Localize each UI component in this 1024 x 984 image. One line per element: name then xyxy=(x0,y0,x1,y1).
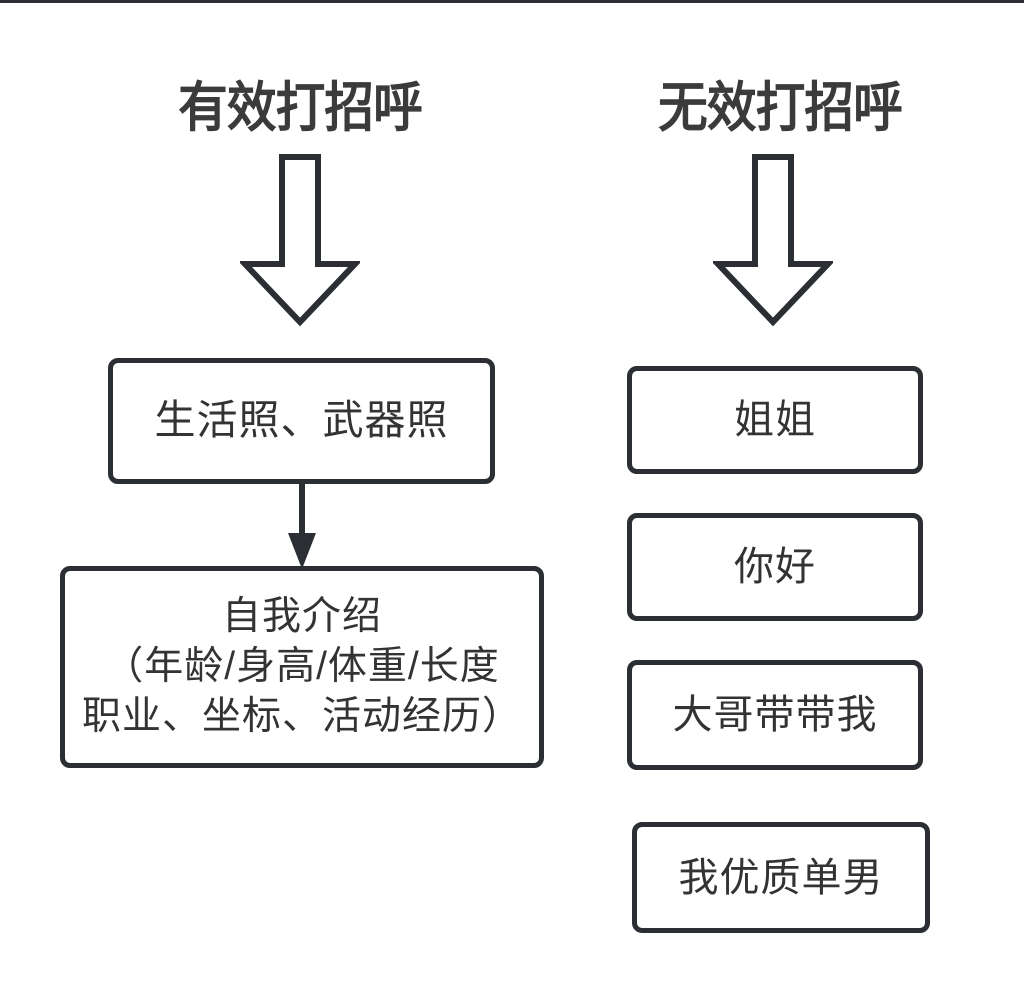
box-effective-1[interactable]: 生活照、武器照 xyxy=(108,358,495,484)
column-title-ineffective: 无效打招呼 xyxy=(658,78,903,138)
box-effective-2-label: 自我介绍 （年龄/身高/体重/长度 职业、坐标、活动经历） xyxy=(81,595,522,738)
box-ineffective-2[interactable]: 你好 xyxy=(627,513,923,621)
box-ineffective-4[interactable]: 我优质单男 xyxy=(632,822,930,933)
box-effective-1-label: 生活照、武器照 xyxy=(154,397,449,444)
box-ineffective-1-label: 姐姐 xyxy=(734,398,816,442)
box-ineffective-2-label: 你好 xyxy=(734,545,816,589)
box-effective-2[interactable]: 自我介绍 （年龄/身高/体重/长度 职业、坐标、活动经历） xyxy=(60,566,544,768)
box-ineffective-4-label: 我优质单男 xyxy=(678,855,884,900)
column-title-effective: 有效打招呼 xyxy=(178,78,423,138)
arrow-down-outline-icon-left xyxy=(240,152,360,327)
arrow-down-outline-icon-right xyxy=(713,152,833,327)
box-ineffective-3[interactable]: 大哥带带我 xyxy=(627,660,923,770)
box-ineffective-1[interactable]: 姐姐 xyxy=(627,366,923,474)
box-ineffective-3-label: 大哥带带我 xyxy=(672,693,878,737)
top-edge-strip xyxy=(0,0,1024,3)
arrow-down-solid-icon xyxy=(287,481,317,571)
